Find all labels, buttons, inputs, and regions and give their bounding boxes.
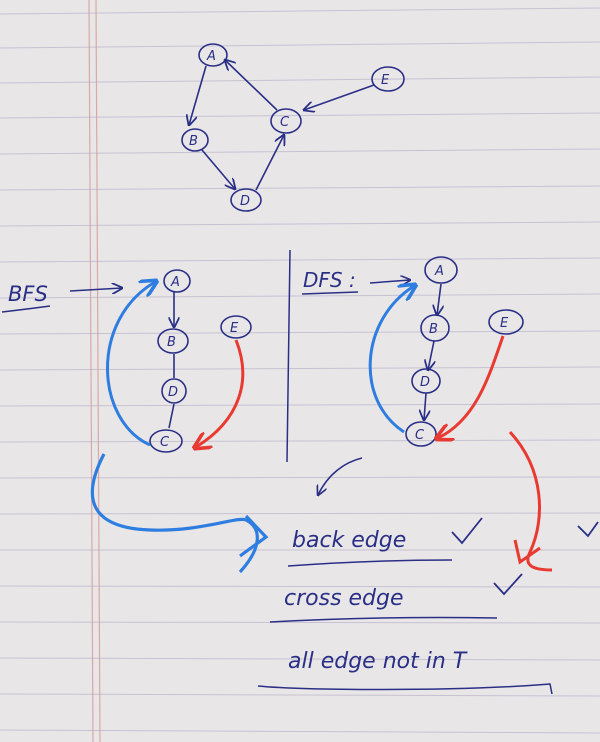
- dfs-back-edge-arrow: [368, 286, 414, 434]
- top-node-c-label: C: [280, 115, 290, 130]
- top-graph: [181, 43, 405, 212]
- pointer-arrow: [318, 457, 363, 495]
- bfs-cross-edge-arrow: [196, 339, 245, 447]
- ruled-lines: [0, 7, 600, 734]
- dfs-node-a-label: A: [434, 264, 444, 279]
- bfs-node-b: [157, 328, 189, 354]
- dfs-node-c-label: C: [415, 428, 425, 443]
- bfs-node-d: [161, 378, 187, 404]
- cross-edge-text: cross edge: [284, 586, 404, 611]
- node-e: [371, 66, 405, 92]
- dfs-underline: [301, 291, 359, 295]
- bfs-back-edge-arrow: [106, 282, 156, 447]
- dfs-cross-edge-arrow: [438, 335, 505, 438]
- edge-b-d: [201, 149, 235, 189]
- edge-d-c: [255, 135, 284, 191]
- dfs-arrow: [369, 280, 410, 283]
- bfs-node-a-label: A: [170, 275, 180, 290]
- bfs-node-c: [149, 429, 183, 453]
- bfs-to-back-edge-arrow: [90, 453, 259, 574]
- top-node-a-label: A: [206, 49, 216, 64]
- back-edge-text: back edge: [292, 528, 406, 553]
- notes: back edge cross edge all edge not in T: [257, 517, 599, 695]
- bfs-underline: [1, 305, 51, 313]
- node-d: [230, 188, 262, 212]
- bfs-node-b-label: B: [167, 335, 176, 350]
- bfs-node-d-label: D: [168, 385, 178, 400]
- node-a: [198, 43, 228, 67]
- all-edge-bracket: [257, 683, 553, 695]
- bfs-arrow: [69, 288, 122, 291]
- node-b: [181, 128, 209, 152]
- dfs-node-e: [488, 309, 524, 335]
- cross-edge-tick: [493, 573, 523, 596]
- section-divider: [286, 249, 291, 463]
- dfs-label: DFS :: [303, 268, 356, 292]
- dfs-node-b: [420, 314, 450, 342]
- bfs-node-a: [163, 269, 191, 293]
- edge-c-a: [225, 60, 278, 111]
- top-node-e-label: E: [381, 73, 390, 88]
- right-edge-tick: [577, 521, 599, 538]
- dfs-node-d: [411, 368, 441, 394]
- dfs-to-cross-edge-arrow: [508, 430, 553, 572]
- top-node-d-label: D: [240, 194, 250, 209]
- bfs-section: BFS A B D C E: [1, 269, 252, 453]
- dfs-to-cross-edge-arrowhead: [513, 539, 541, 565]
- bfs-node-e: [220, 315, 252, 339]
- all-edge-text: all edge not in T: [288, 649, 468, 674]
- dfs-node-e-label: E: [500, 316, 509, 331]
- dfs-node-d-label: D: [420, 375, 430, 390]
- bfs-node-e-label: E: [230, 321, 239, 336]
- dfs-node-a: [424, 256, 458, 284]
- dfs-section: DFS : A B D C E: [301, 256, 524, 447]
- top-node-b-label: B: [189, 134, 198, 149]
- node-c: [270, 108, 302, 134]
- margin-lines: [88, 0, 101, 742]
- cross-edge-underline: [269, 616, 498, 623]
- edge-e-c: [304, 84, 375, 110]
- edge-a-b: [189, 65, 207, 125]
- bfs-label: BFS: [8, 282, 48, 306]
- dfs-node-b-label: B: [429, 322, 438, 337]
- back-edge-underline: [287, 559, 453, 567]
- back-edge-tick: [451, 517, 483, 545]
- bfs-node-c-label: C: [160, 435, 170, 450]
- bfs-to-back-edge-arrowhead: [239, 514, 269, 558]
